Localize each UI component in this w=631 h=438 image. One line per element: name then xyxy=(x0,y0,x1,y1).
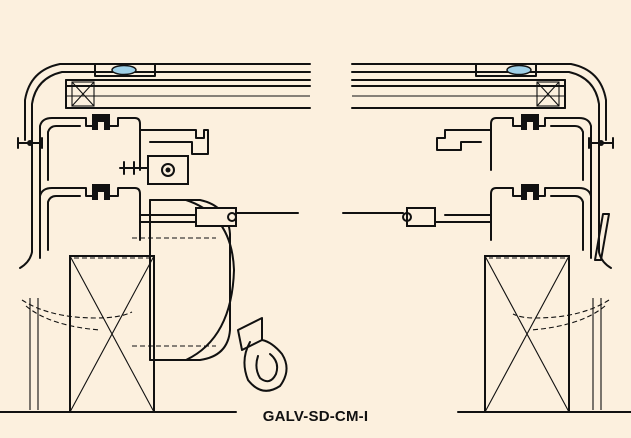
left-head-assembly xyxy=(17,63,311,413)
left-glass-seal xyxy=(111,64,137,76)
right-jamb-assembly xyxy=(342,63,614,413)
drawing-caption: GALV-SD-CM-I xyxy=(262,408,369,425)
right-glass-seal xyxy=(506,64,532,76)
